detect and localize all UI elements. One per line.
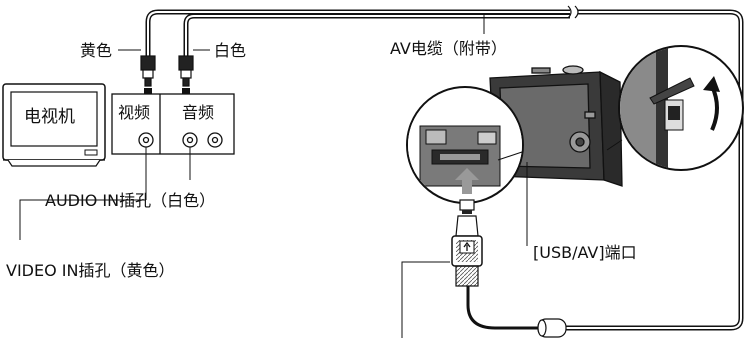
audio-jack-left	[182, 132, 198, 148]
yellow-rca-plug	[140, 55, 156, 87]
tv-illustration	[2, 83, 106, 167]
label-audio-in: AUDIO IN插孔（白色）	[45, 191, 216, 210]
lid-view-connector	[606, 139, 623, 151]
av-cable	[145, 5, 744, 338]
port-view-connector	[497, 151, 523, 161]
audio-jack-right	[207, 132, 223, 148]
label-yellow: 黄色	[80, 41, 113, 60]
camera-illustration	[489, 65, 623, 187]
usb-plug	[451, 199, 483, 287]
label-video-in: VIDEO IN插孔（黄色）	[6, 261, 175, 280]
label-tv: 电视机	[24, 107, 75, 127]
magnified-lid-view	[618, 45, 744, 171]
label-video: 视频	[118, 103, 151, 122]
magnified-port-view	[406, 86, 524, 204]
white-rca-plug	[178, 55, 194, 87]
up-arrow-icon	[455, 168, 479, 194]
label-av-cable: AV电缆（附带）	[390, 39, 507, 58]
tv-jack-panel	[111, 93, 235, 155]
up-arrow-in-box-icon	[463, 241, 471, 251]
video-jack	[138, 132, 154, 148]
label-usb-av-port: [USB/AV]端口	[533, 243, 637, 262]
label-white: 白色	[214, 41, 247, 60]
label-audio: 音频	[182, 103, 215, 122]
video-in-leader-2	[19, 199, 146, 240]
usb-plug-leader	[401, 261, 450, 338]
